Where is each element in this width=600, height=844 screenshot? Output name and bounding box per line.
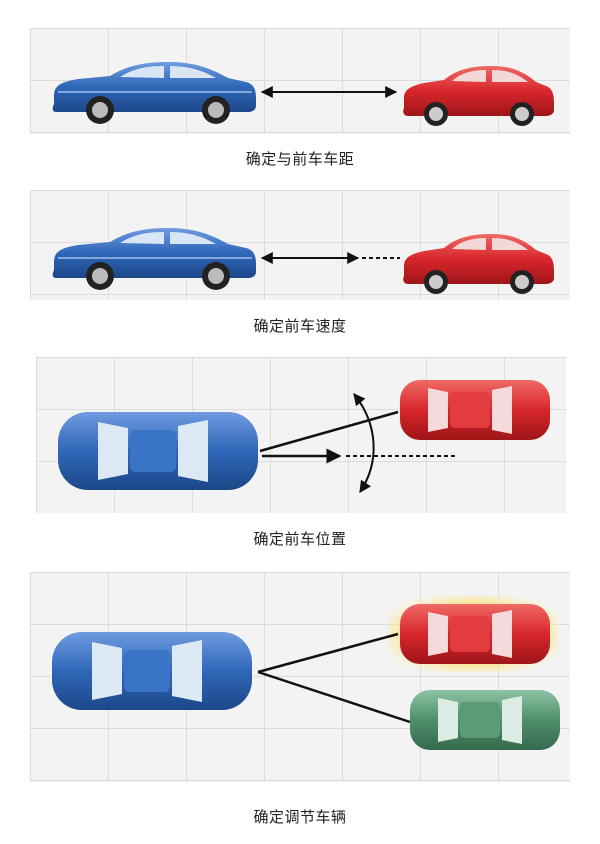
ego-car-blue-top <box>58 412 258 490</box>
scene-select <box>52 596 560 750</box>
sensor-line-target <box>257 632 399 674</box>
caption-speed: 确定前车速度 <box>253 317 347 335</box>
scene-distance <box>51 61 554 126</box>
lead-car-red-top <box>400 380 550 440</box>
sensor-line <box>259 410 399 453</box>
target-car-red-top <box>400 604 550 664</box>
caption-select: 确定调节车辆 <box>253 808 347 826</box>
caption-position: 确定前车位置 <box>253 530 347 548</box>
angle-arc <box>353 393 375 493</box>
adjacent-car-green-top <box>410 690 560 750</box>
sensor-line-adjacent <box>257 670 411 724</box>
ego-car-blue <box>51 61 257 125</box>
ego-car-blue <box>51 227 257 291</box>
lead-car-red <box>403 66 554 126</box>
ego-car-blue-top <box>52 632 252 710</box>
scene-speed <box>51 227 554 294</box>
caption-distance: 确定与前车车距 <box>245 150 355 168</box>
lead-car-red <box>403 234 554 294</box>
scene-position <box>58 380 550 493</box>
